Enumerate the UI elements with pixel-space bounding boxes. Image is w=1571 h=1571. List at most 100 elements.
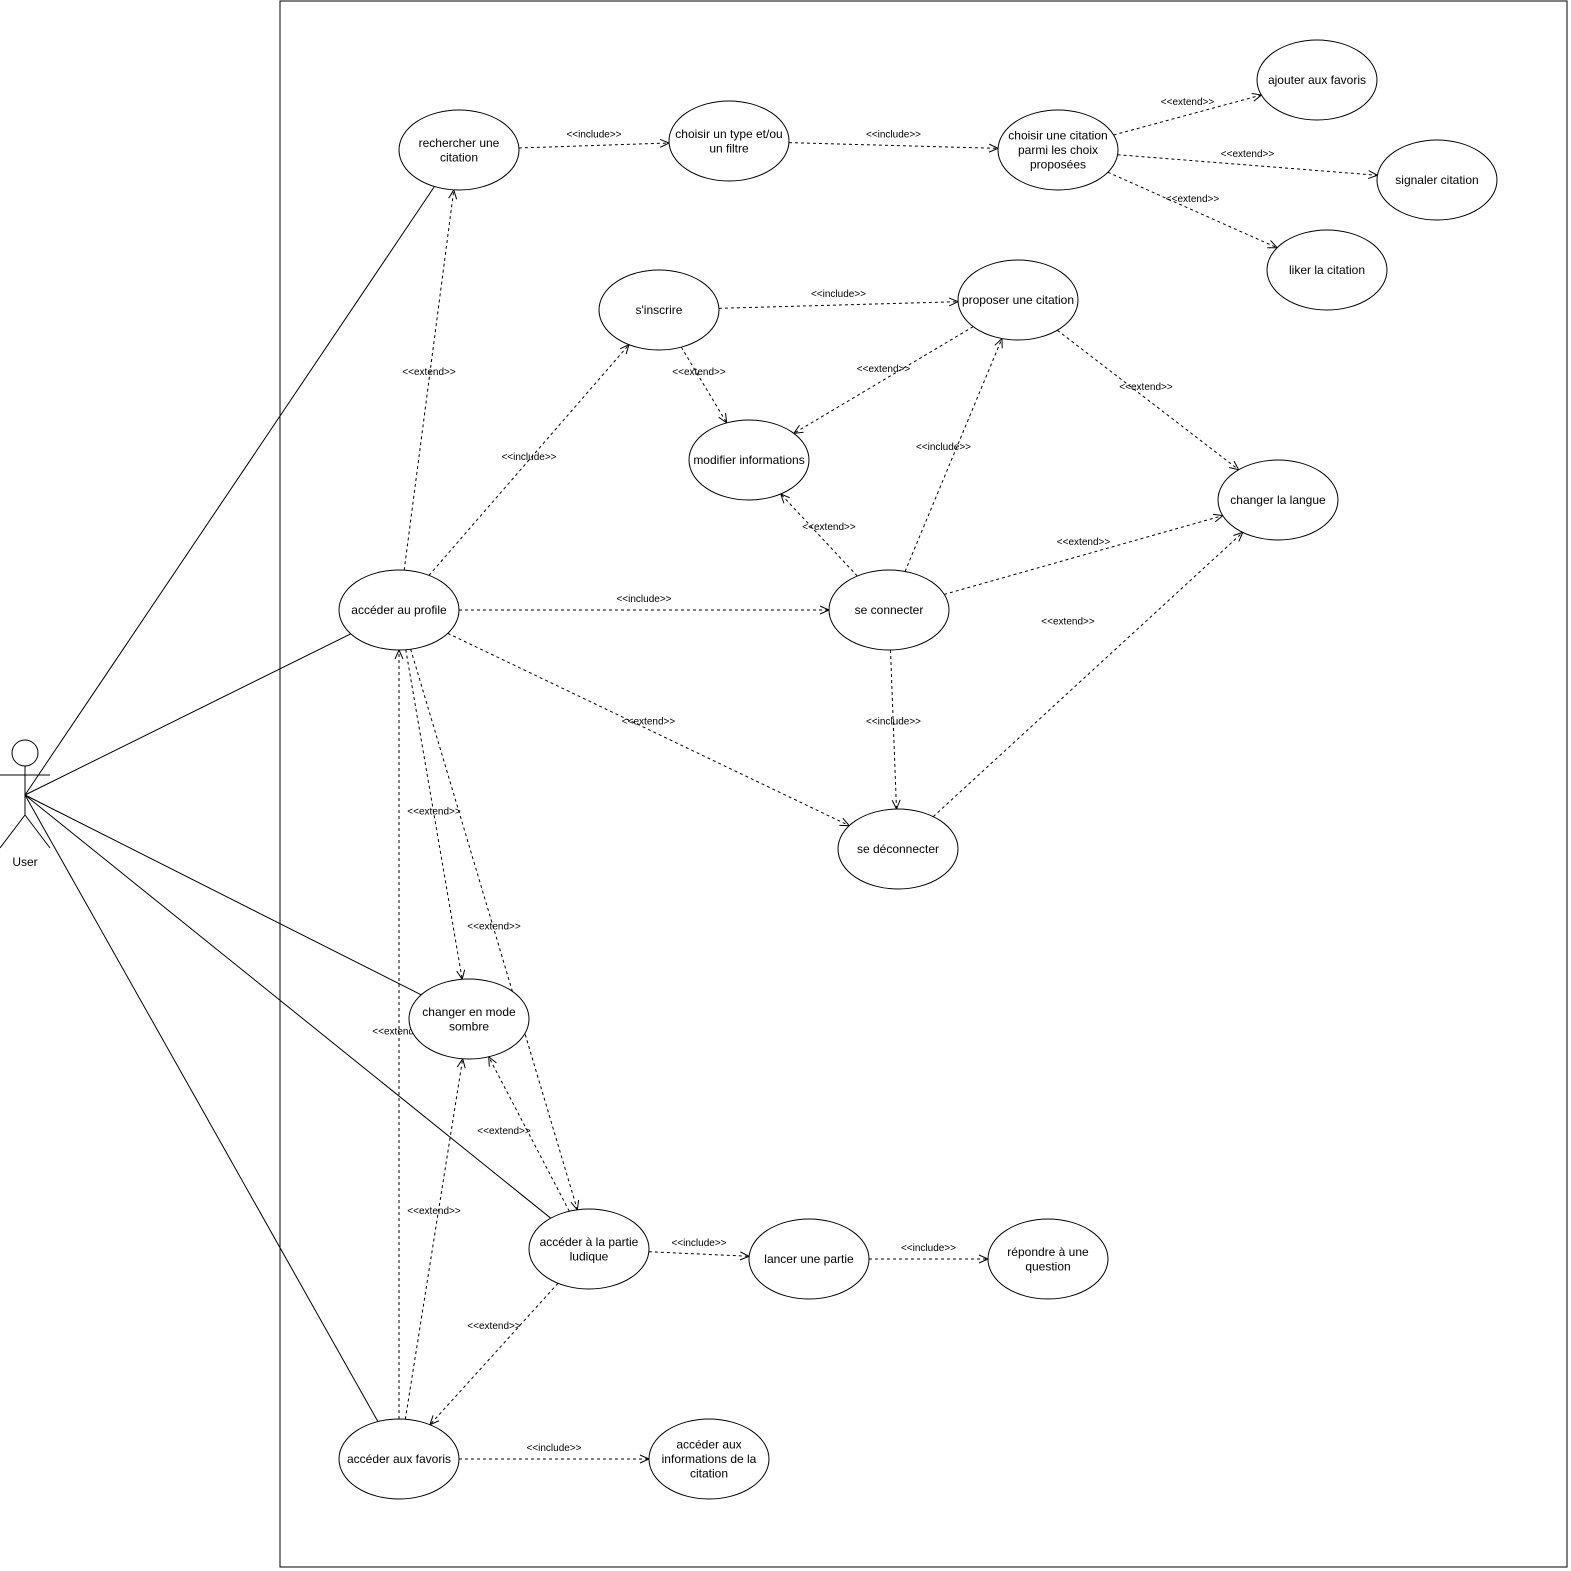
extend-arrow[interactable]: [447, 632, 851, 827]
extend-arrow[interactable]: [1056, 329, 1240, 471]
use-case-label: ludique: [570, 1249, 609, 1263]
extend-label: <<extend>>: [1166, 194, 1220, 205]
extend-label: <<extend>>: [857, 364, 911, 375]
use-case-modifier[interactable]: modifier informations: [688, 419, 810, 501]
use-case-label: choisir un type et/ou: [675, 127, 782, 141]
use-case-label: accéder aux: [676, 1438, 741, 1452]
extend-label: <<extend>>: [672, 367, 726, 378]
use-case-label: choisir une citation: [1008, 129, 1107, 143]
use-case-inscrire[interactable]: s'inscrire: [598, 269, 720, 351]
actor-head: [11, 739, 39, 767]
extend-label: <<extend>>: [467, 922, 521, 933]
use-case-connecter[interactable]: se connecter: [828, 569, 950, 651]
use-case-label: proposer une citation: [962, 293, 1074, 307]
use-case-label: sombre: [449, 1019, 489, 1033]
extend-arrow[interactable]: [1113, 93, 1263, 136]
extend-label: <<extend>>: [1221, 149, 1275, 160]
include-arrow[interactable]: [428, 343, 630, 576]
use-case-ajouter-favoris[interactable]: ajouter aux favoris: [1256, 39, 1378, 121]
use-case-label: citation: [440, 150, 478, 164]
relations: <<include>> <<include>> <<extend>> <<extend…: [372, 93, 1379, 1464]
use-case-label: signaler citation: [1395, 173, 1478, 187]
extend-arrow[interactable]: [680, 346, 728, 424]
extend-arrow[interactable]: [1107, 171, 1279, 249]
extend-arrow[interactable]: [429, 1282, 559, 1426]
include-label: <<include>>: [811, 289, 866, 300]
use-case-signaler[interactable]: signaler citation: [1376, 139, 1498, 221]
association-ludique: [24, 794, 552, 1219]
use-case-label: accéder aux favoris: [347, 1452, 451, 1466]
include-arrow[interactable]: [518, 138, 671, 149]
extend-arrow[interactable]: [410, 649, 580, 1211]
use-case-ellipse: [338, 1418, 460, 1500]
include-arrow[interactable]: [648, 1251, 751, 1261]
extend-arrow[interactable]: [944, 513, 1224, 595]
actor-right-leg: [24, 814, 51, 849]
extend-label: <<extend>>: [802, 522, 856, 533]
use-case-label: proposées: [1030, 158, 1086, 172]
extend-label: <<extend>>: [407, 1206, 461, 1217]
use-case-label: un filtre: [709, 141, 749, 155]
include-arrow[interactable]: [718, 297, 960, 309]
system-boundary: [279, 0, 1568, 1568]
use-case-label: informations de la: [662, 1452, 757, 1466]
association-rechercher: [24, 186, 435, 796]
use-case-ellipse: [987, 1218, 1109, 1300]
extend-label: <<extend>>: [372, 1027, 426, 1038]
use-case-ellipse: [1376, 139, 1498, 221]
use-case-label: changer la langue: [1230, 493, 1326, 507]
extend-arrow[interactable]: [932, 531, 1244, 817]
use-case-label: se déconnecter: [857, 842, 939, 856]
use-case-ellipse: [338, 569, 460, 651]
extend-arrow[interactable]: [405, 649, 466, 981]
use-case-label: changer en mode: [422, 1005, 516, 1019]
association-sombre: [24, 794, 422, 996]
use-case-ellipse: [1256, 39, 1378, 121]
extend-label: <<extend>>: [467, 1321, 521, 1332]
use-case-ellipse: [1217, 459, 1339, 541]
extend-label: <<extend>>: [1161, 97, 1215, 108]
extend-arrow[interactable]: [792, 326, 974, 434]
use-case-proposer[interactable]: proposer une citation: [957, 259, 1079, 341]
include-label: <<include>>: [566, 130, 621, 141]
include-label: <<include>>: [616, 594, 671, 605]
use-case-label: se connecter: [855, 603, 924, 617]
use-case-label: ajouter aux favoris: [1268, 73, 1366, 87]
use-case-favoris[interactable]: accéder aux favoris: [338, 1418, 460, 1500]
actor-label: User: [12, 855, 37, 869]
extend-arrow[interactable]: [488, 1055, 570, 1212]
use-case-langue[interactable]: changer la langue: [1217, 459, 1339, 541]
include-arrow[interactable]: [904, 337, 1003, 572]
extend-arrow[interactable]: [403, 188, 458, 571]
use-case-deconnecter[interactable]: se déconnecter: [837, 808, 959, 890]
extend-arrow[interactable]: [1117, 154, 1379, 180]
use-case-ellipse: [648, 1418, 770, 1500]
use-case-label: accéder à la partie: [540, 1235, 639, 1249]
use-case-label: question: [1025, 1259, 1070, 1273]
include-label: <<include>>: [671, 1238, 726, 1249]
use-case-ellipse: [748, 1218, 870, 1300]
use-case-lancer[interactable]: lancer une partie: [748, 1218, 870, 1300]
extend-label: <<extend>>: [1041, 617, 1095, 628]
association-favoris: [24, 794, 379, 1422]
use-case-ellipse: [408, 978, 530, 1060]
use-case-ellipse: [598, 269, 720, 351]
include-arrow[interactable]: [890, 649, 901, 811]
use-case-label: lancer une partie: [764, 1252, 854, 1266]
use-case-liker[interactable]: liker la citation: [1266, 229, 1388, 311]
extend-arrow[interactable]: [404, 1057, 466, 1420]
include-arrow[interactable]: [788, 142, 1000, 153]
extend-label: <<extend>>: [1119, 382, 1173, 393]
actor-user[interactable]: User: [0, 739, 51, 869]
use-case-ellipse: [837, 808, 959, 890]
extend-label: <<extend>>: [1057, 537, 1111, 548]
use-case-profile[interactable]: accéder au profile: [338, 569, 460, 651]
extend-arrow[interactable]: [779, 493, 858, 577]
